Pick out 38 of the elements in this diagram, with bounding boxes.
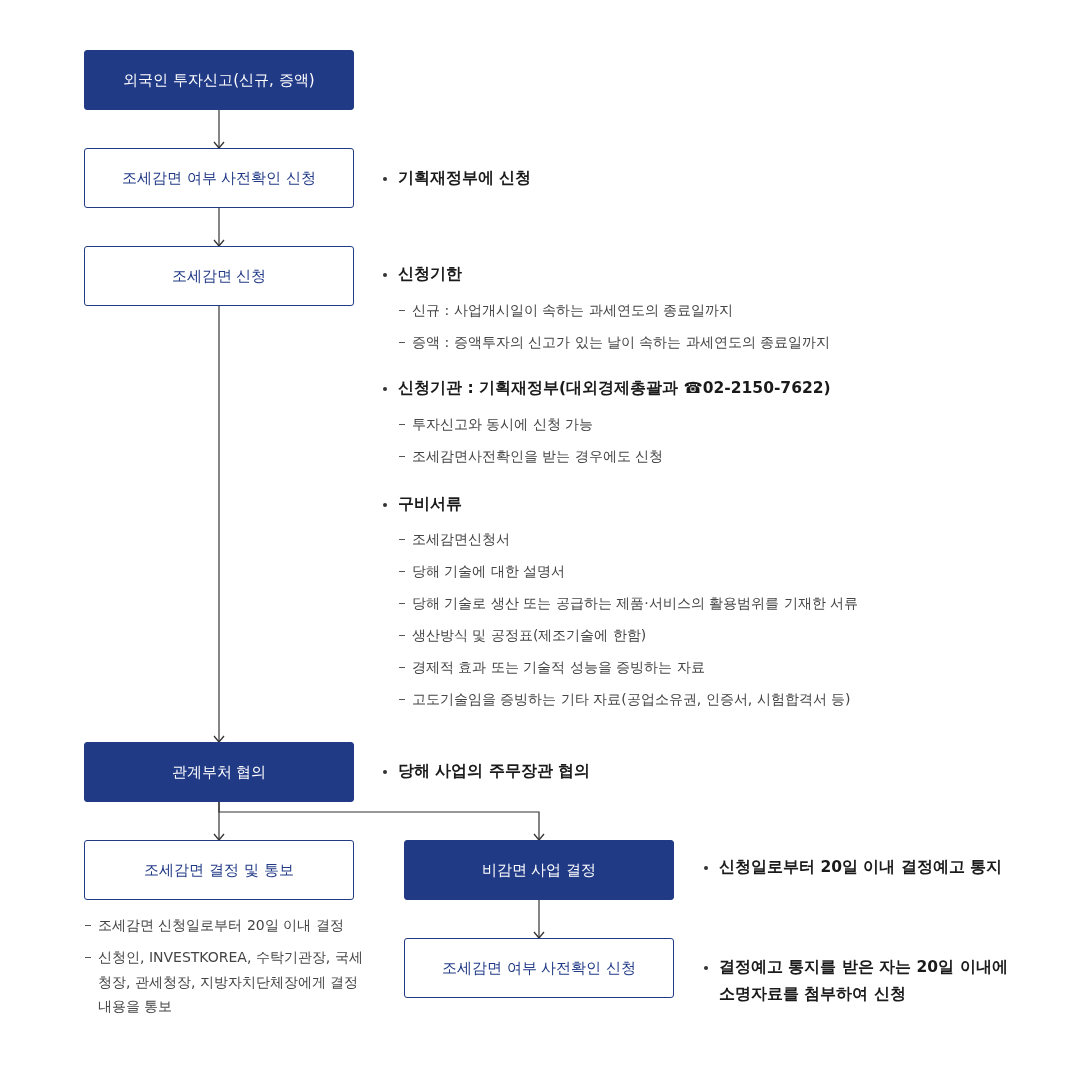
box-label: 조세감면 결정 및 통보 bbox=[144, 860, 294, 880]
arrow bbox=[533, 899, 545, 939]
list-item: 생산방식 및 공정표(제조기술에 한함) bbox=[398, 623, 647, 648]
arrow bbox=[218, 801, 545, 841]
bullet-text: 당해 사업의 주무장관 협의 bbox=[382, 758, 591, 786]
box-label: 외국인 투자신고(신규, 증액) bbox=[123, 70, 315, 90]
bullet-text: 결정예고 통지를 받은 자는 20일 이내에 소명자료를 첨부하여 신청 bbox=[703, 954, 1019, 1009]
list-item: 신규 : 사업개시일이 속하는 과세연도의 종료일까지 bbox=[398, 298, 733, 323]
box-label: 관계부처 협의 bbox=[171, 762, 267, 782]
box-label: 조세감면 여부 사전확인 신청 bbox=[121, 168, 317, 188]
list-item: 당해 기술에 대한 설명서 bbox=[398, 559, 566, 584]
list-item: 투자신고와 동시에 신청 가능 bbox=[398, 412, 594, 437]
process-box-filled bbox=[84, 50, 354, 110]
process-box-filled bbox=[404, 840, 674, 900]
arrow bbox=[213, 207, 225, 247]
list-item: 조세감면신청서 bbox=[398, 527, 510, 552]
bullet-text: 신청기한 bbox=[382, 261, 462, 289]
process-box bbox=[84, 148, 354, 208]
list-item: 당해 기술로 생산 또는 공급하는 제품·서비스의 활용범위를 기재한 서류 bbox=[398, 591, 859, 616]
list-item: 증액 : 증액투자의 신고가 있는 날이 속하는 과세연도의 종료일까지 bbox=[398, 330, 831, 355]
list-item: 조세감면 신청일로부터 20일 이내 결정 bbox=[84, 913, 344, 938]
process-box bbox=[404, 938, 674, 998]
bullet-text: 신청기관 : 기획재정부(대외경제총괄과 ☎02-2150-7622) bbox=[382, 375, 831, 403]
process-box bbox=[84, 246, 354, 306]
list-item: 고도기술임을 증빙하는 기타 자료(공업소유권, 인증서, 시험합격서 등) bbox=[398, 687, 851, 712]
bullet-text: 구비서류 bbox=[382, 491, 462, 519]
box-label: 비감면 사업 결정 bbox=[481, 860, 597, 880]
process-box bbox=[84, 840, 354, 900]
list-item: 조세감면사전확인을 받는 경우에도 신청 bbox=[398, 444, 664, 469]
box-label: 조세감면 신청 bbox=[171, 266, 267, 286]
list-item: 신청인, INVESTKOREA, 수탁기관장, 국세청장, 관세청장, 지방자치단체장에게 결정내용을 통보 bbox=[84, 945, 368, 1019]
list-item: 경제적 효과 또는 기술적 성능을 증빙하는 자료 bbox=[398, 655, 705, 680]
bullet-text: 신청일로부터 20일 이내 결정예고 통지 bbox=[703, 854, 1003, 882]
bullet-text: 기획재정부에 신청 bbox=[382, 165, 532, 193]
arrow bbox=[213, 109, 225, 149]
box-label: 조세감면 여부 사전확인 신청 bbox=[441, 958, 637, 978]
process-box-filled bbox=[84, 742, 354, 802]
arrow bbox=[213, 305, 225, 743]
